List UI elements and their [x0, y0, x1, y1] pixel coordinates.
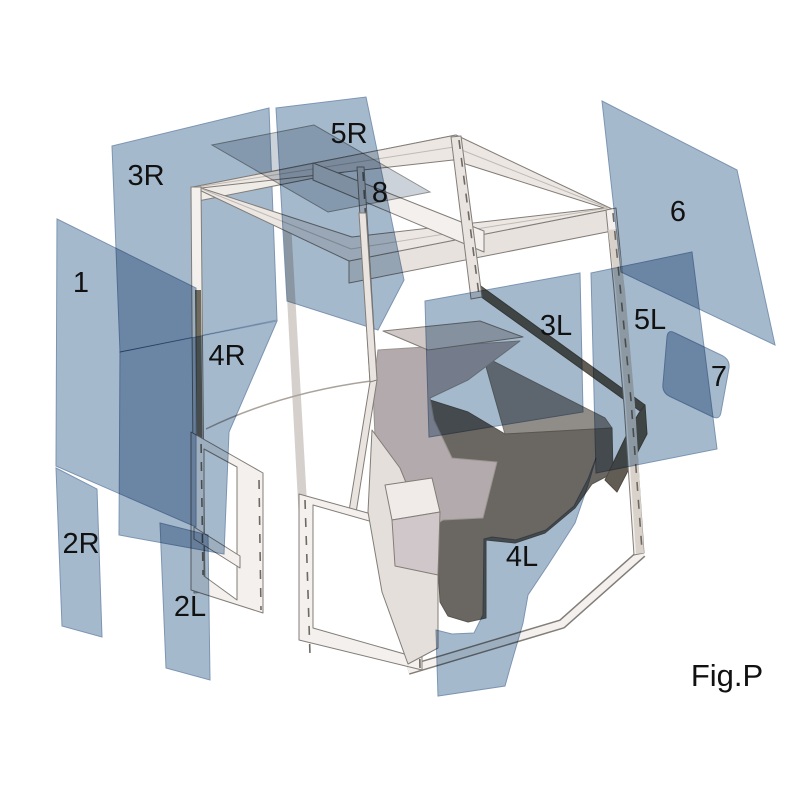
svg-text:5R: 5R: [330, 118, 367, 150]
svg-text:8: 8: [372, 177, 388, 209]
svg-text:6: 6: [670, 196, 686, 228]
svg-text:1: 1: [73, 267, 89, 299]
svg-text:2R: 2R: [62, 528, 99, 560]
svg-text:Fig.P: Fig.P: [691, 658, 763, 693]
svg-text:3R: 3R: [127, 160, 164, 192]
svg-text:5L: 5L: [634, 304, 666, 336]
svg-text:2L: 2L: [174, 591, 206, 623]
svg-text:4R: 4R: [208, 340, 245, 372]
svg-text:4L: 4L: [506, 541, 538, 573]
svg-text:7: 7: [711, 361, 727, 393]
svg-text:3L: 3L: [540, 310, 572, 342]
